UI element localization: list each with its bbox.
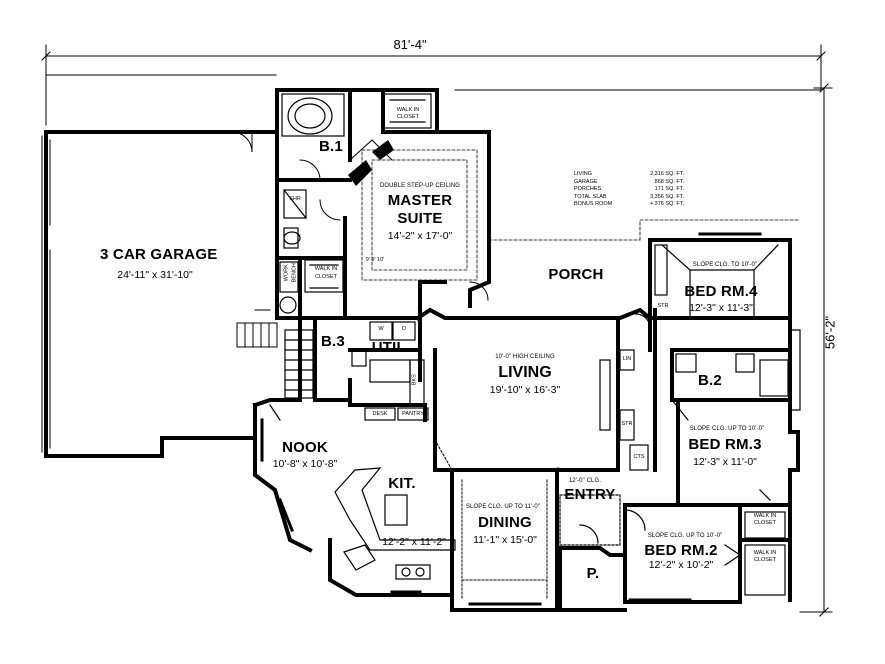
living-size: 19'-10" x 16'-3" [489, 384, 561, 396]
schedule-row: PORCHES 171 SQ. FT. [574, 186, 684, 194]
bed2-ceiling-note: SLOPE CLG. UP TO 10'-0" [647, 533, 723, 539]
living-ceiling-note: 10'-0" HIGH CEILING [495, 354, 555, 360]
right-wing-walls [415, 238, 800, 604]
walkin4-line2: CLOSET [753, 557, 776, 563]
walkin2-line2: CLOSET [314, 274, 337, 280]
work-bench-line1: WORK [283, 264, 290, 282]
garage-name: 3 CAR GARAGE [100, 246, 218, 263]
overall-depth-dimension: 56'-2" [822, 315, 838, 350]
work-bench-line2: BENCH [291, 263, 298, 283]
schedule-value: + 376 SQ. FT. [649, 201, 684, 208]
area-schedule: LIVING 2,316 SQ. FT. GARAGE 868 SQ. FT. PO… [574, 171, 684, 209]
dimension-line-width [41, 44, 826, 126]
bed2-name: BED RM.2 [644, 542, 718, 559]
schedule-name: PORCHES [574, 186, 602, 193]
walkin2-line1: WALK IN [314, 266, 338, 272]
garage-steps [236, 322, 278, 348]
master-ceiling-note: DOUBLE STEP-UP CEILING [379, 183, 461, 189]
schedule-row: GARAGE 868 SQ. FT. [574, 179, 684, 187]
entry-name: ENTRY [564, 486, 616, 503]
schedule-value: 171 SQ. FT. [654, 186, 684, 193]
master-walkin-line2: CLOSET [396, 114, 419, 120]
bed3-ceiling-note: SLOPE CLG. UP TO 10'-0" [689, 426, 765, 432]
dimension-line-depth [799, 83, 833, 617]
shower-label: SHR [289, 196, 301, 202]
bath1-name: B.1 [319, 138, 343, 155]
nook-name: NOOK [282, 439, 328, 456]
cts-label: CTS [633, 454, 645, 460]
dryer-label: D [402, 326, 406, 332]
walkin3-line2: CLOSET [753, 520, 776, 526]
master-small-note: 9' 9' 10' [365, 257, 385, 263]
patio-name: P. [586, 565, 600, 582]
kitchen-name: KIT. [388, 475, 416, 492]
dining-ceiling-note: SLOPE CLG. UP TO 11'-0" [465, 504, 541, 510]
master-size: 14'-2" x 17'-0" [387, 230, 453, 242]
util-name: UTIL. [371, 339, 411, 356]
schedule-row: TOTAL SLAB 3,356 SQ. FT. [574, 194, 684, 202]
pantry-label: PANTRY [402, 411, 424, 417]
bed3-name: BED RM.3 [688, 436, 762, 453]
overall-width-dimension: 81'-4" [393, 37, 427, 52]
washer-label: W [378, 326, 384, 332]
dining-name: DINING [478, 514, 532, 531]
master-walkin-line1: WALK IN [396, 107, 420, 113]
nook-size: 10'-8" x 10'-8" [272, 458, 338, 470]
desk-label: DESK [372, 411, 388, 417]
schedule-row: BONUS ROOM + 376 SQ. FT. [574, 201, 684, 209]
dining-bay [434, 439, 548, 601]
porch-name: PORCH [548, 266, 604, 283]
bed4-name: BED RM.4 [684, 283, 758, 300]
entry-ceiling-note: 12'-0" CLG. [568, 478, 602, 484]
bath3-name: B.3 [321, 333, 345, 350]
bed3-size: 12'-3" x 11'-0" [693, 456, 757, 468]
schedule-value: 868 SQ. FT. [654, 178, 684, 185]
schedule-name: TOTAL SLAB [574, 193, 607, 200]
schedule-name: GARAGE [574, 178, 598, 185]
bath2-name: B.2 [698, 372, 722, 389]
walkin3-line1: WALK IN [753, 513, 777, 519]
schedule-row: LIVING 2,316 SQ. FT. [574, 171, 684, 179]
schedule-value: 2,316 SQ. FT. [650, 171, 684, 177]
master-name-line2: SUITE [397, 210, 443, 227]
living-storage-label: STR [621, 421, 633, 427]
dining-size: 11'-1" x 15'-0" [473, 534, 537, 546]
schedule-name: LIVING [574, 171, 593, 177]
master-name-line1: MASTER [387, 192, 453, 209]
living-name: LIVING [498, 364, 552, 381]
bookshelf-label: BKS [411, 374, 418, 386]
bed2-size: 12'-2" x 10'-2" [648, 559, 714, 571]
kitchen-size: 12'-2" x 11'-2" [382, 536, 446, 548]
schedule-value: 3,356 SQ. FT. [650, 193, 684, 200]
bed4-ceiling-note: SLOPE CLG. TO 10'-0" [692, 262, 758, 268]
schedule-name: BONUS ROOM [574, 201, 613, 208]
garage-size: 24'-11" x 31'-10" [117, 269, 193, 281]
master-wing-walls [275, 88, 491, 320]
bed4-storage: STR [657, 303, 669, 309]
walkin4-line1: WALK IN [753, 550, 777, 556]
ceiling-step-lines [361, 149, 801, 281]
bed4-size: 12'-3" x 11'-3" [689, 302, 753, 314]
linen-label: LIN [622, 356, 632, 362]
